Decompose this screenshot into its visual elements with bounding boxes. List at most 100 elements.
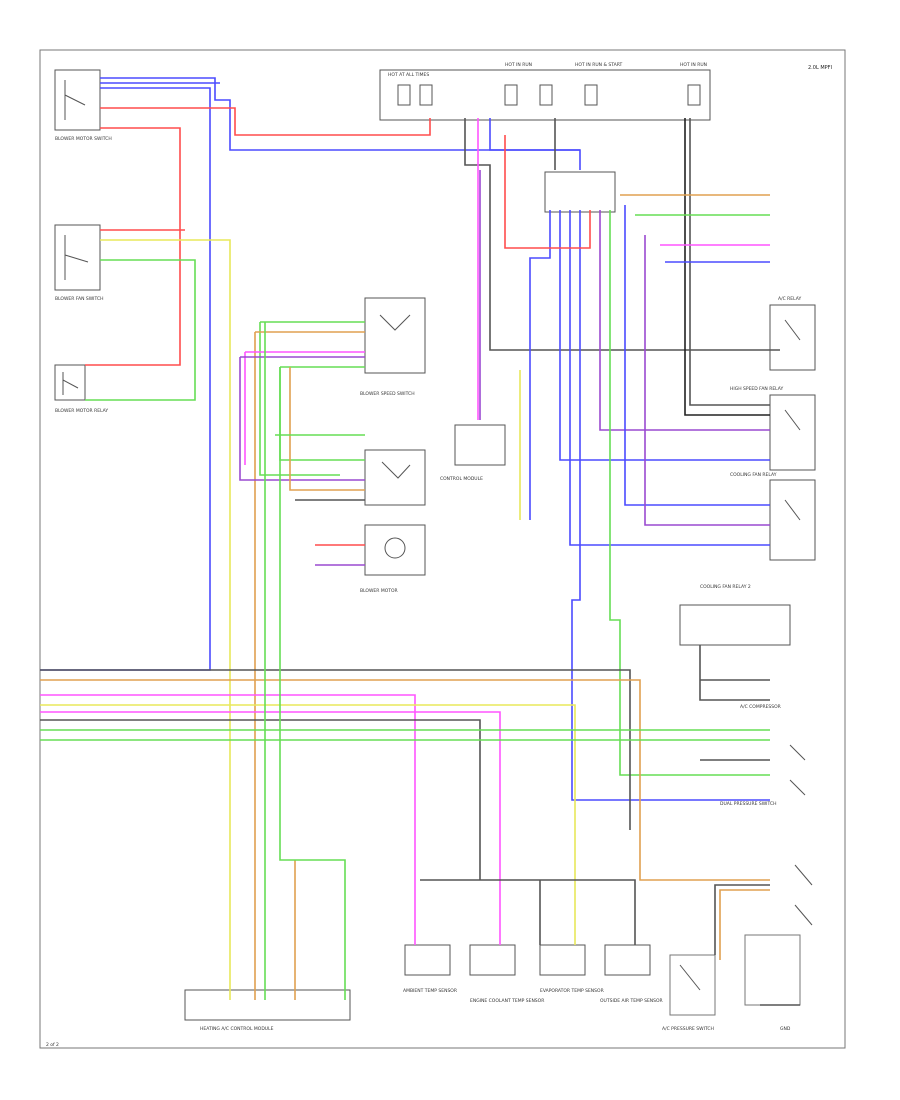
wires — [40, 77, 800, 1006]
blower-motor-switch: BLOWER MOTOR SWITCH — [54, 69, 112, 142]
red-wire — [85, 127, 181, 366]
component-outline — [364, 449, 426, 506]
fuse-label-4: HOT IN RUN — [680, 62, 707, 68]
sensor-label: EVAPORATOR TEMP SENSOR — [540, 988, 604, 994]
switch-icon — [679, 964, 701, 991]
relay-outline — [769, 479, 816, 561]
black-wire — [684, 118, 770, 416]
blue-wire — [624, 205, 770, 506]
blue-wire — [571, 210, 770, 801]
compressor-area: A/C COMPRESSOR DUAL PRESSURE SWITCH GND — [679, 604, 813, 1032]
blue-wire — [529, 210, 551, 520]
sensor-label: AMBIENT TEMP SENSOR — [403, 988, 457, 994]
switch-icon — [381, 461, 411, 479]
blue-wire — [559, 210, 770, 461]
bottom-module: HEATING A/C CONTROL MODULE — [184, 989, 351, 1032]
gray-wire — [40, 719, 481, 880]
fuse-icon — [687, 84, 701, 106]
switch-icon — [62, 372, 79, 395]
gray-wire — [420, 879, 636, 945]
fuse-label-3: HOT IN RUN & START — [575, 62, 623, 68]
bottom-sensors: AMBIENT TEMP SENSOR ENGINE COOLANT TEMP … — [403, 944, 663, 1004]
fuse-icon — [504, 84, 518, 106]
blower-fan-switch: BLOWER FAN SWITCH — [54, 224, 104, 302]
page-number: 2 of 2 — [46, 1042, 59, 1048]
blue-wire — [100, 77, 581, 170]
relay-outline — [769, 304, 816, 371]
green-wire — [85, 259, 196, 401]
gray-wire — [699, 645, 770, 701]
switch-icon — [794, 864, 813, 926]
sensor-outline — [469, 944, 516, 976]
sensor-label: ENGINE COOLANT TEMP SENSOR — [470, 998, 544, 1004]
relay-label: COOLING FAN RELAY — [730, 472, 777, 478]
compressor-label: A/C COMPRESSOR — [740, 704, 781, 710]
blue-wire — [489, 118, 580, 151]
yellow-wire — [40, 704, 576, 945]
blower-speed-switch: BLOWER SPEED SWITCH — [360, 297, 426, 397]
component-outline — [364, 524, 426, 576]
blower-motor: BLOWER MOTOR — [360, 524, 426, 594]
orange-wire — [254, 331, 365, 1000]
green-wire — [259, 321, 365, 476]
gray-wire — [40, 669, 631, 830]
switch-label: BLOWER FAN SWITCH — [55, 296, 104, 302]
fuse-label-2: HOT IN RUN — [505, 62, 532, 68]
switch-icon — [784, 319, 801, 521]
pink-wire — [40, 711, 501, 945]
relay-label: BLOWER MOTOR RELAY — [55, 408, 108, 414]
switch-outline — [54, 69, 101, 131]
control-module: CONTROL MODULE — [440, 424, 506, 482]
switch-icon — [64, 235, 89, 280]
motor-icon — [384, 537, 406, 559]
sensor-outline — [404, 944, 451, 976]
component-outline — [669, 954, 716, 1016]
switch-outline — [54, 224, 101, 291]
diagram-frame — [39, 49, 846, 1049]
lower-switch — [364, 449, 426, 506]
relay-label: COOLING FAN RELAY 2 — [700, 584, 751, 590]
fuse-block: HOT AT ALL TIMES HOT IN RUN HOT IN RUN &… — [379, 62, 711, 121]
red-wire — [100, 107, 431, 136]
fuse-icon — [539, 84, 553, 106]
relay-outline — [54, 364, 86, 401]
component-label: BLOWER MOTOR — [360, 588, 398, 594]
component-outline — [744, 934, 801, 1006]
blue-wire — [569, 210, 770, 546]
green-wire — [279, 367, 346, 1000]
purple-wire — [644, 235, 770, 526]
fuse-box-outline — [379, 69, 711, 121]
ground-label: GND — [780, 1026, 791, 1032]
yellow-wire — [100, 239, 231, 1000]
pink-wire — [244, 351, 365, 465]
switch-icon — [789, 744, 806, 796]
relay-stack: A/C RELAY HIGH SPEED FAN RELAY COOLING F… — [544, 171, 816, 590]
green-wire — [279, 366, 365, 461]
pressure-switch: A/C PRESSURE SWITCH — [662, 954, 716, 1032]
red-wire — [504, 135, 591, 249]
component-outline — [364, 297, 426, 374]
blue-wire — [40, 87, 211, 671]
module-outline — [184, 989, 351, 1021]
component-outline — [454, 424, 506, 466]
pressure-switch-label: A/C PRESSURE SWITCH — [662, 1026, 714, 1032]
fuse-icon — [584, 84, 598, 106]
relay-outline — [769, 394, 816, 471]
purple-wire — [239, 356, 365, 481]
fuse-label-1: HOT AT ALL TIMES — [388, 72, 429, 78]
component-outline — [679, 604, 791, 646]
corner-label: 2.0L MPFI — [808, 65, 832, 71]
orange-wire — [289, 367, 365, 491]
pink-wire — [40, 694, 416, 945]
green-wire — [609, 210, 770, 776]
relay-outline — [544, 171, 616, 213]
relay-label: A/C RELAY — [778, 296, 801, 302]
relay-label: HIGH SPEED FAN RELAY — [730, 386, 784, 392]
switch-icon — [379, 314, 411, 331]
switch-icon — [64, 80, 86, 120]
gray-wire — [464, 118, 780, 351]
blower-motor-relay: BLOWER MOTOR RELAY — [54, 364, 108, 414]
component-label: BLOWER SPEED SWITCH — [360, 391, 415, 397]
